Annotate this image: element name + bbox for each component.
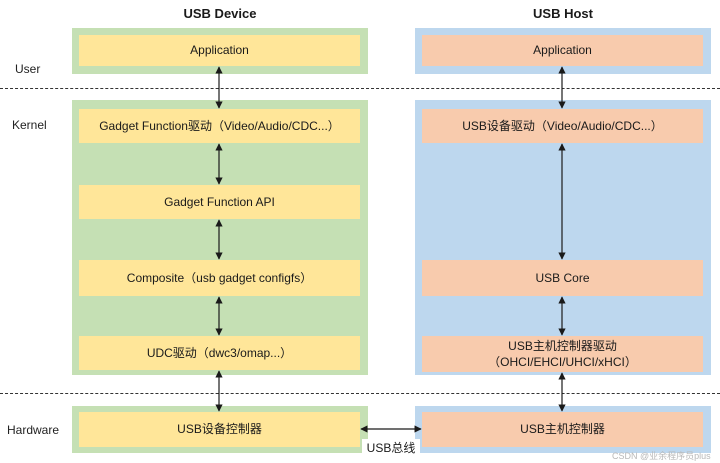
layer-label-user: User <box>15 62 41 76</box>
csdn-watermark: CSDN @业余程序员plus <box>612 451 711 461</box>
usb-core-box: USB Core <box>422 260 703 296</box>
composite-box: Composite（usb gadget configfs） <box>79 260 360 296</box>
device-application-box: Application <box>79 35 360 66</box>
gadget-function-api-box: Gadget Function API <box>79 185 360 219</box>
device-column-title: USB Device <box>183 6 257 21</box>
usb-bus-label: USB总线 <box>362 439 420 456</box>
usb-device-controller-box: USB设备控制器 <box>79 412 360 447</box>
user-kernel-separator <box>0 88 720 89</box>
layer-label-hardware: Hardware <box>7 423 60 437</box>
host-controller-driver-box: USB主机控制器驱动 （OHCI/EHCI/UHCI/xHCI） <box>422 336 703 372</box>
host-column-title: USB Host <box>533 6 593 21</box>
host-controller-driver-line1: USB主机控制器驱动 <box>508 338 617 353</box>
layer-label-kernel: Kernel <box>12 118 47 132</box>
gadget-function-driver-box: Gadget Function驱动（Video/Audio/CDC...） <box>79 109 360 143</box>
usb-host-controller-box: USB主机控制器 <box>422 412 703 447</box>
kernel-hardware-separator <box>0 393 720 394</box>
host-application-box: Application <box>422 35 703 66</box>
udc-driver-box: UDC驱动（dwc3/omap...） <box>79 336 360 370</box>
host-controller-driver-line2: （OHCI/EHCI/UHCI/xHCI） <box>488 355 637 369</box>
usb-device-driver-box: USB设备驱动（Video/Audio/CDC...） <box>422 109 703 143</box>
